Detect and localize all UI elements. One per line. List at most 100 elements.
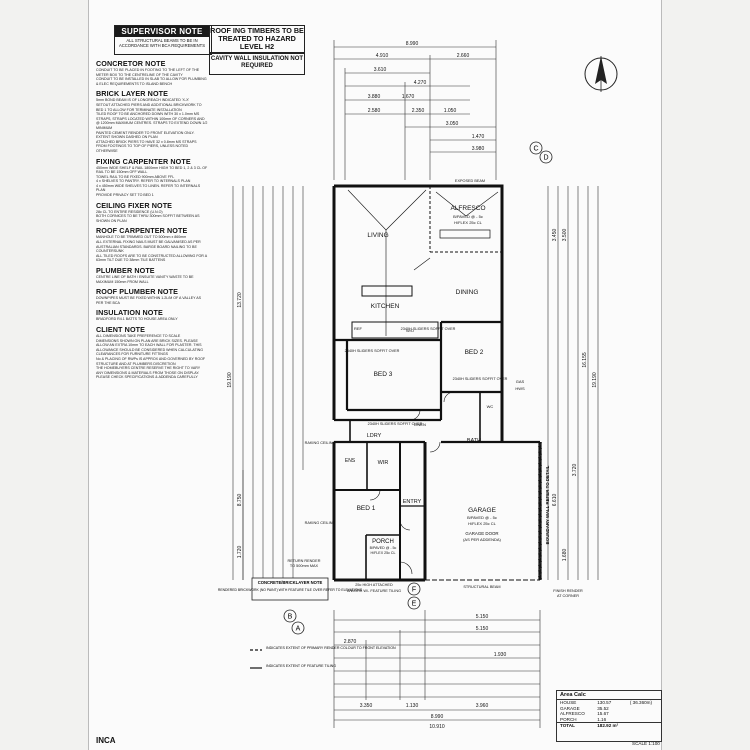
area-total-value: 182.92 m² (594, 722, 627, 729)
garage-door: GARAGE DOOR (465, 531, 498, 536)
dim-top-l: 1.470 (472, 134, 485, 140)
note-body: 5mm BOND BEAM IS OF LONGREACH INDICATED … (96, 98, 208, 153)
dim-top-d: 4.270 (414, 80, 427, 86)
room-porch: PORCH (372, 539, 394, 545)
brand-label: INCA (96, 736, 116, 745)
room-linen: LINEN (414, 422, 426, 427)
dim-right-f: 3.450 (552, 229, 558, 242)
label-return-render: RETURN RENDER (288, 559, 321, 563)
room-garage: GARAGE (468, 507, 496, 514)
area-cell-label: HOUSE (560, 700, 577, 705)
label-hws: HWS (515, 386, 525, 391)
note-heading: INSULATION NOTE (96, 308, 163, 318)
kitchen-island (361, 285, 413, 297)
note-heading: CEILING FIXER NOTE (96, 200, 173, 210)
dim-bot-overall: 8.990 (431, 714, 444, 720)
note-body: ALL DIMENSIONS TAKE PREFERENCE TO SCALE … (96, 333, 206, 380)
concrete-note-body: RENDERED BRICKWORK (NO PAINT) WITH FEATU… (218, 588, 363, 592)
label-high-attached-sub: B/WORK W/- FEATURE TILING (347, 589, 401, 593)
alfresco-sub2: H/FLEX 25c CL (454, 220, 483, 225)
marker-a: A (296, 626, 301, 633)
dim-left-b: 19.190 (227, 372, 233, 388)
room-wc: WC (487, 404, 494, 409)
dim-bot-d: 10.910 (429, 724, 445, 730)
dim-top-n: 3.980 (472, 146, 485, 152)
drawing-sheet (88, 0, 662, 750)
dim-top-j: 3.050 (446, 121, 459, 127)
label-high-attached: 25c HIGH ATTACHED (355, 583, 393, 587)
area-cell-label: ALFRESCO (560, 711, 585, 717)
room-entry: ENTRY (403, 499, 422, 505)
label-return-render-sub: TO 500mm MAX (290, 564, 319, 568)
note-body: CENTRE LINE OF BATH / ENSUITE VANITY WAS… (96, 275, 194, 284)
concrete-note-title: CONCRETE/BRICKLAYER NOTE (258, 580, 323, 585)
dim-top-g: 2.580 (368, 108, 381, 114)
note-body: MANHOLE TO BE TRIMMED OUT TO 500mm x 860… (96, 235, 207, 263)
label-exposed-beam: EXPOSED BEAM (455, 179, 485, 183)
note-body: CONDUIT TO BE PLACED IN FOOTING TO THE L… (96, 68, 207, 86)
note-heading: BRICK LAYER NOTE (96, 89, 169, 99)
note-heading: CLIENT NOTE (96, 324, 146, 334)
porch-sub2: H/FLEX 25c CL (371, 551, 396, 555)
dim-right-e: 1.680 (562, 549, 568, 562)
garage-sub: B/PAVED @ - 5c (467, 515, 497, 520)
dim-bot-h: 2.870 (344, 639, 357, 645)
area-cell-value: 35.52 (597, 705, 609, 711)
marker-d: D (543, 155, 548, 162)
dim-bot-g: 1.930 (494, 652, 507, 658)
bottom-dimensions (333, 610, 541, 728)
dim-bot-e: 5.150 (476, 614, 489, 620)
left-dimensions (232, 186, 304, 580)
label-raking-ceiling-2: RAKING CEILING (305, 521, 336, 525)
dim-top-e: 3.880 (368, 94, 381, 100)
label-boundary-wall: BOUNDARY WALL REFER TO DETAIL (545, 465, 550, 544)
legend-primary-render: INDICATES EXTENT OF PRIMARY RENDER COLOU… (266, 646, 396, 650)
note-heading: ROOF PLUMBER NOTE (96, 287, 178, 297)
door-swings (369, 391, 455, 575)
room-living: LIVING (367, 232, 388, 239)
room-ref: REF (354, 326, 363, 331)
supervisor-note-box (114, 25, 212, 55)
legend-feature-tiling: INDICATES EXTENT OF FEATURE TILING (266, 664, 336, 668)
label-finish-render-sub: AT CORNER (557, 594, 579, 598)
dim-bot-f: 5.150 (476, 626, 489, 632)
dim-bot-a: 3.350 (360, 703, 373, 709)
marker-e: E (412, 601, 417, 608)
room-ens: ENS (345, 458, 356, 464)
top-dimensions (333, 40, 497, 180)
dim-bot-c: 3.960 (476, 703, 489, 709)
area-total-label: TOTAL (557, 722, 595, 729)
marker-c: C (533, 146, 538, 153)
boundary-wall-hatch (538, 442, 542, 580)
room-kitchen: KITCHEN (371, 303, 400, 310)
label-sliders-3: 2340H SLIDERS SOFFIT OVER (368, 422, 423, 426)
room-bed2: BED 2 (465, 349, 484, 356)
room-alfresco: ALFRESCO (450, 205, 485, 212)
room-bed3: BED 3 (374, 371, 393, 378)
supervisor-note-body: ALL STRUCTURAL BEAMS TO BE IN ACCORDANCE… (118, 38, 206, 48)
dim-bot-b: 1.130 (406, 703, 419, 709)
dim-right-d: 6.610 (552, 494, 558, 507)
area-cell-label: PORCH (560, 716, 577, 722)
dim-top-h: 1.050 (444, 108, 457, 114)
room-bed1: BED 1 (357, 505, 376, 512)
cavity-wall-note: CAVITY WALL INSULATION NOT REQUIRED (209, 53, 305, 75)
note-heading: CONCRETOR NOTE (96, 59, 166, 68)
dim-right-b: 16.155 (582, 352, 588, 368)
floor-plan-walls (332, 184, 542, 582)
room-bath: BATH (467, 438, 481, 444)
right-dimensions (547, 186, 599, 580)
room-dining: DINING (456, 289, 479, 296)
dim-top-f: 1.670 (402, 94, 415, 100)
garage-door-sub: (AS PER ADDENDA) (463, 537, 501, 542)
note-heading: ROOF CARPENTER NOTE (96, 226, 188, 236)
marker-b: B (288, 614, 293, 621)
section-marker-c-d: C D (529, 141, 553, 164)
dim-top-i: 2.350 (412, 108, 425, 114)
